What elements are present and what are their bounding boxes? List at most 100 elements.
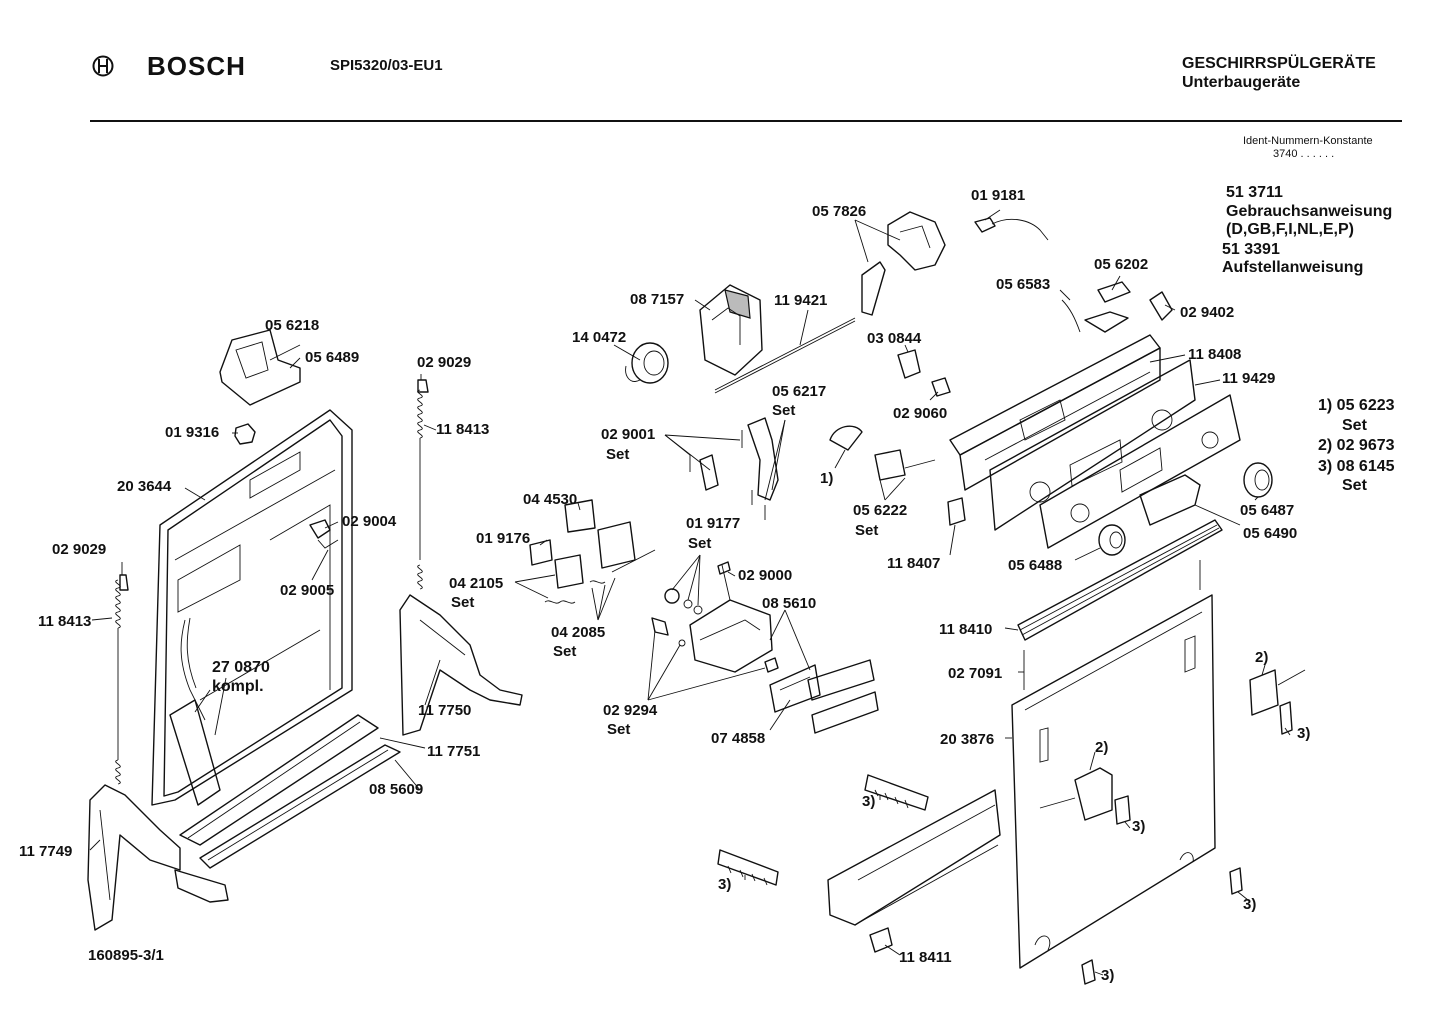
small-clips-3 bbox=[1081, 867, 1243, 985]
fascia-119429 bbox=[989, 359, 1196, 531]
part-label: 05 6583 bbox=[996, 276, 1051, 293]
bosch-logo-icon bbox=[92, 55, 114, 77]
doc-line-3: (D,GB,F,I,NL,E,P) bbox=[1226, 221, 1354, 238]
part-label: 02 7091 bbox=[948, 665, 1003, 682]
switch-030844 bbox=[897, 349, 921, 379]
part-label: 11 8413 bbox=[38, 613, 92, 630]
doc-line-2: Gebrauchsanweisung bbox=[1226, 203, 1393, 220]
part-label: Set bbox=[553, 643, 577, 660]
part-label: Set bbox=[855, 522, 879, 539]
pin-029060 bbox=[931, 377, 951, 397]
springs-042085 bbox=[544, 549, 656, 604]
part-label: 05 6222 bbox=[853, 502, 908, 519]
bottom-trim-117751 bbox=[179, 714, 379, 846]
sensor-019181 bbox=[974, 217, 1049, 241]
drawing-number: 160895-3/1 bbox=[88, 947, 164, 964]
part-label: 02 9294 bbox=[603, 702, 658, 719]
subcategory-title: Unterbaugeräte bbox=[1182, 74, 1301, 91]
part-label: 3) bbox=[1243, 896, 1257, 913]
part-label: 11 9421 bbox=[774, 292, 828, 309]
part-label: 01 9177 bbox=[686, 515, 741, 532]
part-label: 20 3876 bbox=[940, 731, 995, 748]
outer-door-203876 bbox=[1011, 594, 1216, 969]
category-title: GESCHIRRSPÜLGERÄTE bbox=[1182, 55, 1376, 72]
part-label: 27 0870 bbox=[212, 659, 270, 676]
part-label: 01 9316 bbox=[165, 424, 220, 441]
doc-line-1: 51 3711 bbox=[1226, 184, 1283, 201]
springs-left bbox=[115, 574, 129, 785]
knob-056488 bbox=[1098, 524, 1126, 556]
part-label: 11 8413 bbox=[436, 421, 490, 438]
control-panel-118408 bbox=[949, 334, 1161, 491]
springs-mid bbox=[417, 379, 429, 590]
model-number: SPI5320/03-EU1 bbox=[330, 57, 443, 74]
part-label: 2) bbox=[1255, 649, 1269, 666]
part-label: 11 8408 bbox=[1188, 346, 1242, 363]
part-label: 02 9029 bbox=[52, 541, 107, 558]
part-label: kompl. bbox=[212, 678, 264, 695]
part-label: 3) bbox=[718, 876, 732, 893]
ident-label: Ident-Nummern-Konstante bbox=[1243, 135, 1373, 147]
part-label: 05 6217 bbox=[772, 383, 827, 400]
small-clip-019316 bbox=[234, 423, 256, 445]
strip-118410 bbox=[1017, 519, 1223, 641]
legend-1: 1) 05 6223 bbox=[1318, 397, 1395, 414]
part-label: 04 4530 bbox=[523, 491, 578, 508]
part-label: 02 9000 bbox=[738, 567, 793, 584]
part-label: 2) bbox=[1095, 739, 1109, 756]
wheel-140472 bbox=[625, 342, 669, 384]
part-label: 11 9429 bbox=[1222, 370, 1276, 387]
part-label: 3) bbox=[862, 793, 876, 810]
part-label: 02 9060 bbox=[893, 405, 948, 422]
part-label: 01 9181 bbox=[971, 187, 1026, 204]
part-label: 3) bbox=[1132, 818, 1146, 835]
part-label: 04 2085 bbox=[551, 624, 606, 641]
glass-panel bbox=[1039, 394, 1241, 549]
doc-line-4: 51 3391 bbox=[1222, 241, 1280, 258]
part-label: 05 7826 bbox=[812, 203, 867, 220]
hinge-clip-029004 bbox=[309, 519, 339, 549]
part-label: 3) bbox=[1101, 967, 1115, 984]
part-label: 02 9001 bbox=[601, 426, 656, 443]
seal-085609 bbox=[199, 744, 401, 869]
part-label: Set bbox=[688, 535, 712, 552]
kick-plate-118411 bbox=[827, 789, 1001, 953]
knob-029402 bbox=[1149, 291, 1173, 321]
part-label: 02 9029 bbox=[417, 354, 472, 371]
switch-056583 bbox=[1061, 281, 1131, 333]
part-label: 05 6202 bbox=[1094, 256, 1149, 273]
part-label: 04 2105 bbox=[449, 575, 504, 592]
part-label: 20 3644 bbox=[117, 478, 172, 495]
part-label: 05 6490 bbox=[1243, 525, 1298, 542]
part-label: 05 6489 bbox=[305, 349, 360, 366]
part-label: 08 5610 bbox=[762, 595, 817, 612]
leader-lines bbox=[89, 209, 1291, 976]
cable-assembly bbox=[180, 617, 206, 721]
spring-056217 bbox=[747, 417, 779, 520]
part-label: 11 7751 bbox=[427, 743, 481, 760]
part-label: 11 8410 bbox=[939, 621, 993, 638]
legend-1-set: Set bbox=[1342, 417, 1367, 434]
hinge-set-right bbox=[1249, 669, 1306, 735]
hinge-set-door bbox=[1039, 767, 1131, 825]
part-label: 03 0844 bbox=[867, 330, 922, 347]
latch-057826 bbox=[861, 211, 946, 316]
drawer-slide-270870 bbox=[169, 699, 221, 806]
part-label: Set bbox=[451, 594, 475, 611]
springs-029001 bbox=[689, 430, 743, 491]
screw-029000 bbox=[717, 561, 731, 601]
comb-086145-a bbox=[864, 774, 929, 811]
part-label: 01 9176 bbox=[476, 530, 531, 547]
knob-056487 bbox=[1243, 462, 1273, 498]
screw-027091 bbox=[1023, 560, 1201, 690]
pads-044530 bbox=[529, 499, 636, 589]
part-label: 05 6488 bbox=[1008, 557, 1063, 574]
part-label: 08 7157 bbox=[630, 291, 685, 308]
part-label: 11 8411 bbox=[899, 949, 952, 966]
dial-056223 bbox=[829, 425, 936, 481]
legend-3: 3) 08 6145 bbox=[1318, 458, 1395, 475]
hinge-117749 bbox=[87, 784, 229, 931]
inner-door-panel bbox=[151, 409, 353, 806]
part-label: 1) bbox=[820, 470, 834, 487]
